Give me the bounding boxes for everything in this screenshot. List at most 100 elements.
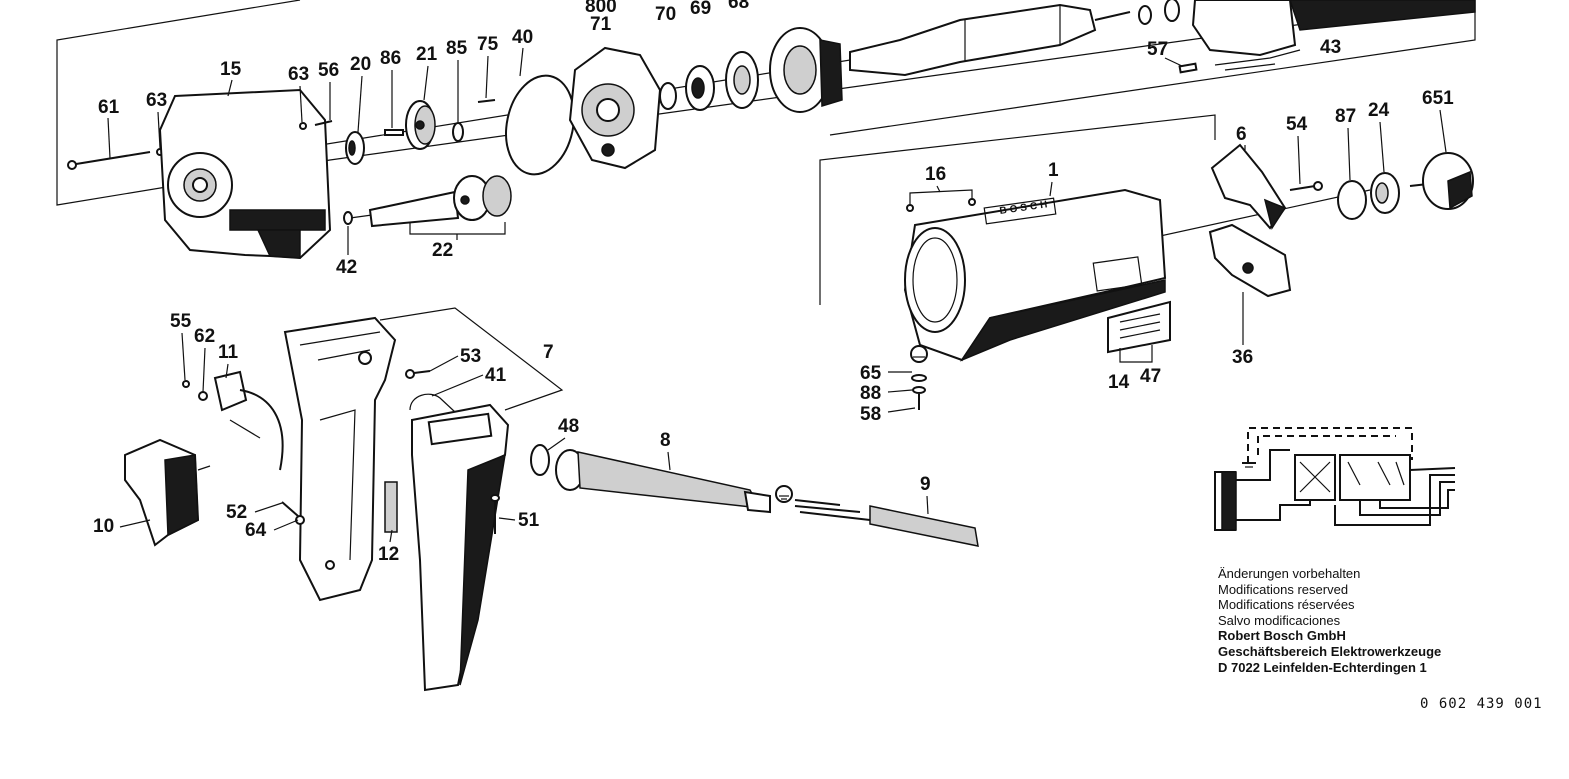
- note-line-french: Modifications réservées: [1218, 597, 1355, 613]
- o-ring-40: [505, 74, 575, 176]
- label-85: 85: [446, 38, 468, 59]
- label-87: 87: [1335, 106, 1356, 127]
- cap-24: [1370, 172, 1400, 214]
- gear-21: [405, 100, 436, 150]
- label-42: 42: [336, 257, 357, 278]
- brush-holder-36: [1208, 223, 1292, 298]
- screw-51: [490, 494, 500, 534]
- label-1: 1: [1048, 160, 1059, 181]
- bracket-7: [379, 307, 564, 411]
- label-53: 53: [460, 346, 481, 367]
- screw-75: [477, 99, 496, 103]
- leader-lines: [107, 47, 1447, 543]
- pin-57: [1178, 62, 1198, 74]
- clamp-41: [409, 393, 456, 413]
- label-56: 56: [318, 60, 339, 81]
- cap-87: [1337, 180, 1367, 220]
- label-16: 16: [925, 164, 946, 185]
- washer-42: [343, 211, 353, 225]
- label-71: 71: [590, 14, 612, 35]
- knob-651: [1409, 152, 1474, 210]
- handle-half-right: [411, 403, 510, 692]
- ring-85: [452, 122, 464, 142]
- label-11: 11: [218, 342, 239, 363]
- document-number: 0 602 439 001: [1420, 696, 1543, 712]
- note-line-spanish: Salvo modificaciones: [1218, 612, 1341, 628]
- handle-half-left: [283, 316, 398, 602]
- label-14: 14: [1108, 372, 1130, 393]
- nameplate-14: [1107, 300, 1171, 354]
- label-52: 52: [226, 502, 247, 523]
- bracket-16: [906, 189, 976, 212]
- earth-screw-group: [910, 345, 928, 410]
- cable-9: [794, 499, 979, 547]
- label-24: 24: [1368, 100, 1390, 121]
- motor-housing-frame: [819, 114, 1216, 305]
- washer-64: [295, 515, 305, 525]
- bracket-14-47: [1119, 345, 1153, 363]
- label-86: 86: [380, 48, 401, 69]
- label-651: 651: [1422, 88, 1454, 109]
- earth-symbol-icon: [775, 485, 793, 503]
- screw-52: [281, 501, 299, 517]
- bracket-22: [409, 222, 506, 235]
- label-62: 62: [194, 326, 215, 347]
- label-61: 61: [98, 97, 120, 118]
- armature-shaft: [849, 3, 1131, 77]
- screw-54: [1289, 181, 1323, 191]
- company-name: Robert Bosch GmbH: [1218, 628, 1346, 644]
- label-58: 58: [860, 404, 881, 425]
- note-line-german: Änderungen vorbehalten: [1218, 566, 1361, 581]
- pin-86: [384, 129, 404, 136]
- company-address: D 7022 Leinfelden-Echterdingen 1: [1218, 659, 1427, 675]
- label-15: 15: [220, 59, 242, 80]
- ring-48: [530, 444, 550, 476]
- label-54: 54: [1286, 114, 1308, 135]
- label-22: 22: [432, 240, 453, 261]
- label-63b: 63: [146, 90, 167, 111]
- label-8: 8: [660, 430, 671, 451]
- label-12: 12: [378, 544, 399, 565]
- label-55: 55: [170, 311, 192, 332]
- brush-holder-6: [1210, 143, 1287, 230]
- company-division: Geschäftsbereich Elektrowerkzeuge: [1218, 643, 1442, 659]
- label-9: 9: [920, 474, 931, 495]
- label-800: 800: [585, 0, 617, 17]
- label-63a: 63: [288, 64, 309, 85]
- screw-55: [182, 380, 190, 388]
- small-rings-top: [1138, 0, 1180, 25]
- note-line-english: Modifications reserved: [1218, 581, 1349, 597]
- label-69: 69: [690, 0, 711, 19]
- label-64: 64: [245, 520, 267, 541]
- screw-56: [299, 120, 333, 130]
- label-47: 47: [1140, 366, 1161, 387]
- label-75: 75: [477, 34, 499, 55]
- label-40: 40: [512, 27, 533, 48]
- label-43: 43: [1320, 37, 1341, 58]
- suppressor-11: [213, 370, 284, 471]
- label-48: 48: [558, 416, 579, 437]
- label-20: 20: [350, 54, 371, 75]
- label-41: 41: [485, 365, 507, 386]
- seal-ring-20: [345, 131, 365, 165]
- bearing-plate-71: [568, 46, 662, 170]
- part-labels: 800 71 70 69 68 57 43 15 63 56 20 86 21 …: [93, 0, 1454, 565]
- label-68: 68: [728, 0, 749, 13]
- washer-62: [198, 391, 208, 401]
- cable-sleeve-8: [555, 449, 771, 514]
- bearing-flange-68: [725, 51, 759, 109]
- intermediate-shaft-22: [368, 175, 512, 228]
- switch-10: [124, 438, 211, 547]
- label-57: 57: [1147, 39, 1168, 60]
- motor-housing-1: BOSCH: [903, 188, 1167, 362]
- label-7: 7: [543, 342, 554, 363]
- label-65: 65: [860, 363, 882, 384]
- label-36: 36: [1232, 347, 1253, 368]
- label-21: 21: [416, 44, 438, 65]
- ring-70: [659, 82, 677, 110]
- notes-block: Änderungen vorbehalten Modifications res…: [1218, 566, 1518, 675]
- label-51: 51: [518, 510, 540, 531]
- wiring-schematic: [1214, 427, 1456, 531]
- label-88: 88: [860, 383, 881, 404]
